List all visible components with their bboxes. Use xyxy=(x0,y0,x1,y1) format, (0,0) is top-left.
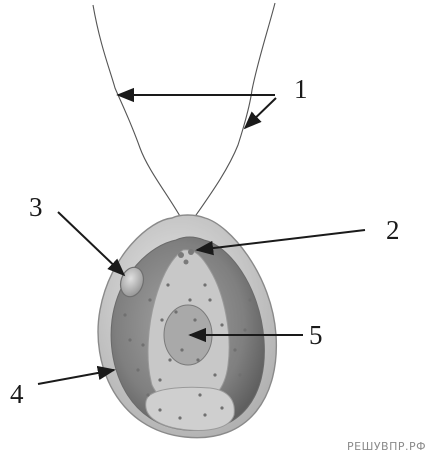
granule xyxy=(158,378,161,381)
granule xyxy=(141,343,144,346)
granule xyxy=(136,368,139,371)
granule xyxy=(220,323,223,326)
granule xyxy=(248,298,251,301)
label-1: 1 xyxy=(294,74,308,104)
granule xyxy=(233,348,236,351)
granule xyxy=(146,393,149,396)
label-4: 4 xyxy=(10,379,24,409)
granule xyxy=(160,318,163,321)
label-5: 5 xyxy=(309,320,323,350)
granule xyxy=(166,283,169,286)
granule xyxy=(128,338,131,341)
granule xyxy=(220,406,223,409)
granule xyxy=(213,373,216,376)
basal-body xyxy=(188,249,194,255)
granule xyxy=(208,298,211,301)
granule xyxy=(238,373,241,376)
granule xyxy=(168,358,171,361)
label-2: 2 xyxy=(386,215,400,245)
granule xyxy=(203,413,206,416)
granule xyxy=(178,416,181,419)
granule xyxy=(203,283,206,286)
granule xyxy=(148,298,151,301)
granule xyxy=(174,310,177,313)
basal-body xyxy=(178,252,184,258)
label-3: 3 xyxy=(29,192,43,222)
granule xyxy=(180,348,183,351)
watermark: РЕШУВПР.РФ xyxy=(347,440,426,453)
granule xyxy=(198,393,201,396)
granule xyxy=(188,298,191,301)
callout-arrow-3 xyxy=(58,212,124,275)
flagellum-left xyxy=(93,5,181,218)
granule xyxy=(196,358,199,361)
granule xyxy=(193,318,196,321)
granule xyxy=(123,313,126,316)
callout-arrow-4 xyxy=(38,370,114,384)
basal-body xyxy=(184,260,189,265)
granule xyxy=(158,408,161,411)
granule xyxy=(243,328,246,331)
